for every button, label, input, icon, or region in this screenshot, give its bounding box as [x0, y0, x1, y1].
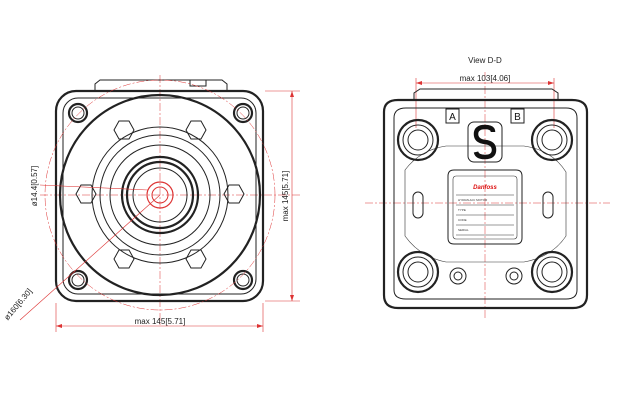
port-b-fitting — [530, 118, 574, 162]
s-logo-icon — [467, 121, 503, 163]
shaft-circle — [146, 181, 174, 209]
pilot-ring-inner — [99, 134, 221, 256]
drain-ports — [449, 267, 523, 285]
shaft-center — [151, 186, 169, 204]
hex-bolt-heads — [75, 120, 245, 269]
plate-line-3: CODE — [458, 218, 467, 222]
corner-bolt-holes — [67, 102, 254, 291]
left-slot — [412, 191, 424, 219]
top-mount — [413, 88, 559, 101]
width-label: max 145[5.71] — [135, 317, 186, 326]
height-label: max 145[5.71] — [281, 171, 290, 222]
shaft-housing-outer — [120, 155, 200, 235]
port-view: View D-D max 103[4.06] — [365, 56, 610, 320]
shaft-housing-inner — [125, 160, 195, 230]
bolt-circle-leader — [19, 194, 161, 321]
housing-inner-edge — [393, 107, 578, 300]
square-flange — [54, 89, 265, 303]
seal-ring — [109, 144, 211, 246]
bolt-circle-label: ø160[6.30] — [2, 287, 33, 322]
plate-line-1: HYDRAULIC MOTOR — [458, 198, 488, 202]
port-b-label: B — [514, 112, 521, 123]
front-view: ø14.4[0.57] ø160[6.30] max 145[5.71] max… — [2, 75, 300, 332]
nameplate: Danfoss HYDRAULIC MOTOR TYPE CODE SERIAL — [447, 169, 523, 245]
port-housing — [382, 98, 589, 310]
port-spacing-label: max 103[4.06] — [460, 74, 511, 83]
top-port-stub — [189, 79, 207, 87]
cast-body-outline — [404, 145, 567, 263]
right-slot — [542, 191, 554, 219]
shaft-collar — [132, 167, 188, 223]
plate-line-2: TYPE — [458, 208, 466, 212]
plate-line-4: SERIAL — [458, 228, 469, 232]
port-a-fitting — [396, 118, 440, 162]
port-a-label: A — [449, 112, 456, 123]
port-a-box — [445, 108, 460, 124]
bolt-circle — [44, 79, 276, 311]
lower-left-fitting — [396, 250, 440, 294]
pilot-ring-outer — [91, 126, 229, 264]
lower-right-fitting — [530, 250, 574, 294]
view-title: View D-D — [468, 56, 502, 65]
shaft-dia-leader — [39, 184, 149, 191]
port-b-box — [510, 108, 525, 124]
motor-body-circle — [58, 93, 262, 297]
brand-logo: Danfoss — [473, 185, 497, 191]
shaft-diameter-label: ø14.4[0.57] — [30, 166, 39, 206]
